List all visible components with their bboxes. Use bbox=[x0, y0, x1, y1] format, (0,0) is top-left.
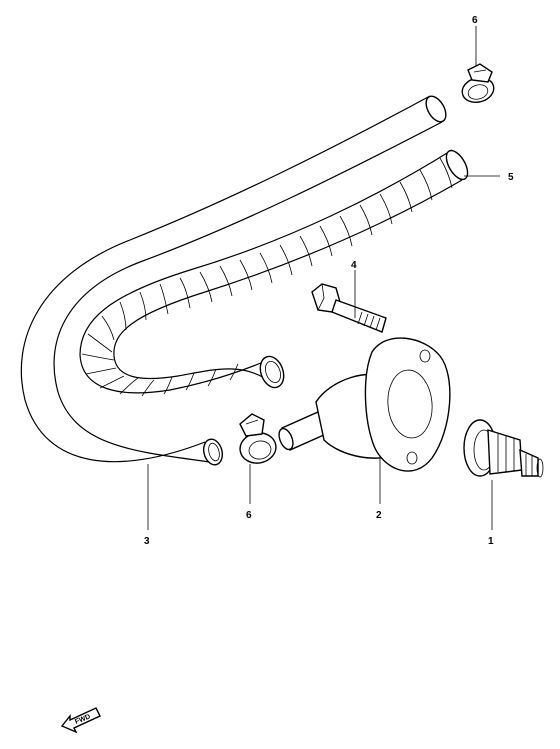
clamp-part-6-lower bbox=[239, 413, 277, 464]
callout-5: 5 bbox=[508, 172, 514, 183]
fwd-arrow-icon: FWD bbox=[60, 707, 101, 734]
bolt-part-4 bbox=[311, 283, 387, 333]
hose-3-lower-end bbox=[202, 438, 224, 466]
callout-6-lower: 6 bbox=[246, 510, 252, 521]
callout-2: 2 bbox=[376, 510, 382, 521]
fitting-part-2 bbox=[278, 337, 451, 472]
hose-5-corrugations bbox=[81, 157, 453, 397]
hose-part-3 bbox=[20, 95, 447, 466]
hose-5-upper-end bbox=[445, 149, 469, 181]
hose-part-5 bbox=[79, 149, 469, 397]
hose-5-lower-end bbox=[259, 355, 285, 389]
callout-3: 3 bbox=[144, 536, 150, 547]
leader-lines bbox=[147, 26, 500, 530]
callout-1: 1 bbox=[488, 536, 494, 547]
callout-4: 4 bbox=[351, 260, 357, 271]
clamp-part-6-upper bbox=[461, 63, 495, 104]
callout-6-upper: 6 bbox=[472, 15, 478, 26]
hose-3-upper-end bbox=[425, 95, 447, 123]
plug-part-1 bbox=[463, 419, 544, 478]
